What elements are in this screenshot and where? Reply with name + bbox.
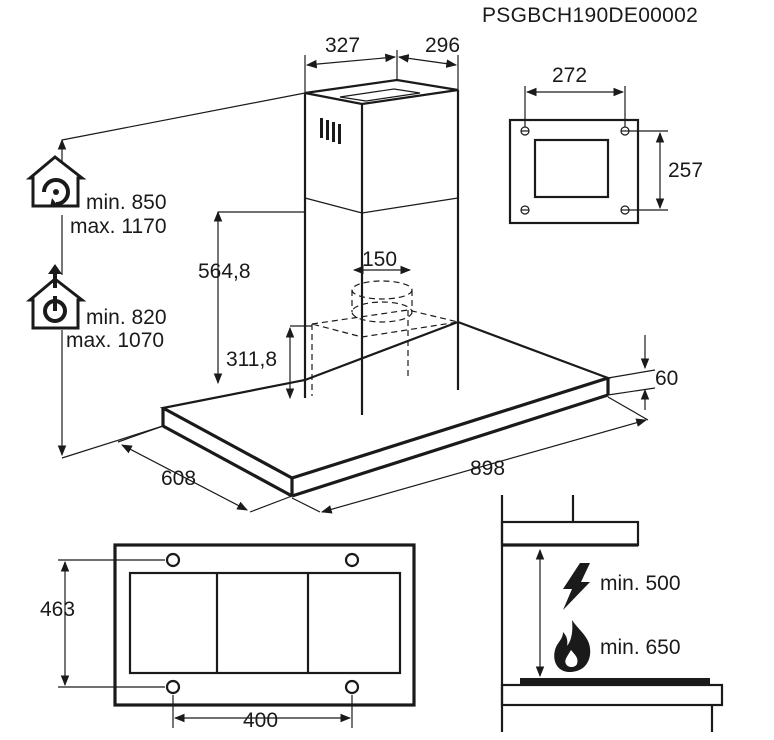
ceiling-height-dimensions: min. 850 max. 1170 min. 820 max. 1070: [25, 92, 306, 459]
chimney-height-lower-label: 311,8: [226, 348, 277, 371]
bracket-width-label: 272: [552, 64, 587, 87]
bracket-height-label: 257: [668, 159, 703, 182]
lightning-icon: [563, 563, 590, 610]
bottom-view: 463 400: [40, 543, 416, 732]
motor-box-dashed: [311, 280, 459, 410]
recirculation-min-label: min. 850: [86, 191, 167, 214]
chimney-height-upper-label: 564,8: [198, 260, 251, 283]
hood-depth-label: 608: [161, 467, 196, 490]
outlet-diameter-label: 150: [362, 248, 397, 271]
chimney-vents: [320, 118, 341, 144]
recirculation-house-icon: [25, 155, 87, 208]
hood-dimensions: 608 898 60: [117, 335, 678, 514]
chimney-width-label: 327: [325, 34, 360, 57]
model-code: PSGBCH190DE00002: [482, 4, 698, 27]
chimney-depth-label: 296: [425, 34, 460, 57]
hood-thickness-label: 60: [655, 367, 678, 390]
bottom-hole-vertical-label: 463: [40, 598, 75, 621]
hood-width-label: 898: [470, 457, 505, 480]
installation-height: min. 500 min. 650: [500, 495, 724, 732]
flame-icon: [554, 620, 591, 672]
extraction-house-icon: [25, 264, 87, 330]
ceiling-bracket: 272 257: [508, 64, 703, 225]
extraction-max-label: max. 1070: [66, 329, 164, 352]
bottom-hole-horizontal-label: 400: [243, 709, 278, 732]
recirculation-max-label: max. 1170: [70, 215, 167, 238]
chimney-dimensions: 327 296 564,8 311,8 150: [198, 34, 460, 400]
electric-min-label: min. 500: [600, 572, 681, 595]
extraction-min-label: min. 820: [86, 306, 167, 329]
hood-isometric: [159, 78, 612, 498]
gas-min-label: min. 650: [600, 636, 681, 659]
